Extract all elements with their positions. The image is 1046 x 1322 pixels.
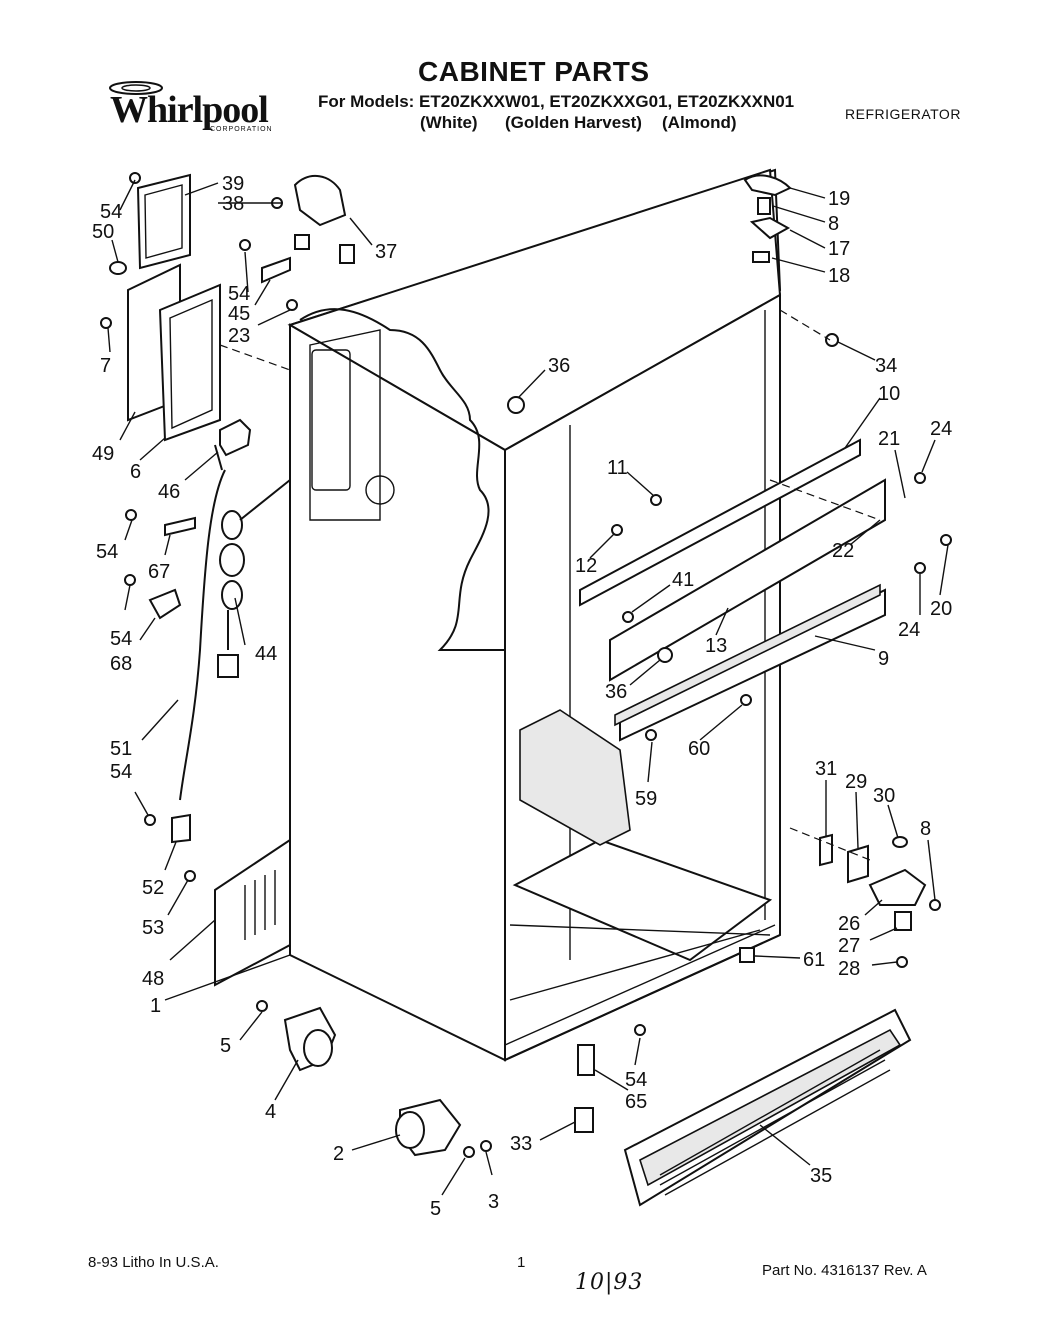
- left-brackets: [148, 516, 196, 844]
- callout-61: 61: [803, 949, 825, 971]
- callout-21: 21: [878, 428, 900, 450]
- page-number: 1: [517, 1254, 526, 1271]
- callout-54-a: 54: [100, 201, 122, 223]
- callout-36-b: 36: [605, 681, 627, 703]
- callout-68: 68: [110, 653, 132, 675]
- leader-lines: [107, 179, 949, 1196]
- callout-59: 59: [635, 788, 657, 810]
- callout-46: 46: [158, 481, 180, 503]
- callout-8-b: 8: [920, 818, 931, 840]
- callout-35: 35: [810, 1165, 832, 1187]
- callout-45: 45: [228, 303, 250, 325]
- lower-hinge-parts: [739, 827, 927, 963]
- shelf-rails: [579, 438, 886, 742]
- callout-1: 1: [150, 995, 161, 1017]
- callout-8-a: 8: [828, 213, 839, 235]
- callout-6: 6: [130, 461, 141, 483]
- callout-54-f: 54: [625, 1069, 647, 1091]
- callout-13: 13: [705, 635, 727, 657]
- power-cord: [217, 479, 291, 678]
- callout-5-a: 5: [220, 1035, 231, 1057]
- callout-41: 41: [672, 569, 694, 591]
- callout-34: 34: [875, 355, 897, 377]
- callout-23: 23: [228, 325, 250, 347]
- callout-36-a: 36: [548, 355, 570, 377]
- callout-labels: 39 38 54 50 37 54 45 23 7 49 6 46 54 67 …: [92, 173, 952, 1220]
- toe-grille: [574, 1008, 912, 1207]
- callout-3: 3: [488, 1191, 499, 1213]
- callout-54-b: 54: [228, 283, 250, 305]
- callout-10: 10: [878, 383, 900, 405]
- brand-name: Whirlpool: [110, 89, 269, 131]
- callout-54-d: 54: [110, 628, 132, 650]
- callout-37: 37: [375, 241, 397, 263]
- callout-22: 22: [832, 540, 854, 562]
- callout-39: 39: [222, 173, 244, 195]
- callout-67: 67: [148, 561, 170, 583]
- logo-swirl-icon: [109, 81, 163, 95]
- callout-9: 9: [878, 648, 889, 670]
- handwritten-date: 10|93: [575, 1270, 644, 1295]
- callout-4: 4: [265, 1101, 276, 1123]
- top-hinge-parts: [743, 174, 792, 263]
- callout-44: 44: [255, 643, 277, 665]
- page-title: CABINET PARTS: [418, 56, 650, 87]
- cabinet-shell: [287, 168, 782, 1062]
- callout-33: 33: [510, 1133, 532, 1155]
- control-housing-parts: [109, 173, 355, 801]
- callout-51: 51: [110, 738, 132, 760]
- callout-53: 53: [142, 917, 164, 939]
- callout-12: 12: [575, 555, 597, 577]
- variant-golden-harvest: (Golden Harvest): [505, 113, 642, 132]
- callout-19: 19: [828, 188, 850, 210]
- callout-52: 52: [142, 877, 164, 899]
- print-info: 8-93 Litho In U.S.A.: [88, 1254, 219, 1271]
- variant-white: (White): [420, 113, 478, 132]
- callout-18: 18: [828, 265, 850, 287]
- whirlpool-logo: Whirlpool CORPORATION: [100, 78, 273, 138]
- callout-54-c: 54: [96, 541, 118, 563]
- callout-7: 7: [100, 355, 111, 377]
- callout-17: 17: [828, 238, 850, 260]
- callout-54-e: 54: [110, 761, 132, 783]
- callout-30: 30: [873, 785, 895, 807]
- callout-28: 28: [838, 958, 860, 980]
- callout-24-b: 24: [898, 619, 920, 641]
- callout-48: 48: [142, 968, 164, 990]
- variant-almond: (Almond): [662, 113, 737, 132]
- callout-38: 38: [222, 193, 244, 215]
- callout-65: 65: [625, 1091, 647, 1113]
- models-line: For Models: ET20ZKXXW01, ET20ZKXXG01, ET…: [318, 92, 795, 111]
- screws: [100, 172, 952, 1158]
- callout-26: 26: [838, 913, 860, 935]
- callout-27: 27: [838, 935, 860, 957]
- callout-31: 31: [815, 758, 837, 780]
- callout-5-b: 5: [430, 1198, 441, 1220]
- category-label: REFRIGERATOR: [845, 106, 961, 122]
- callout-11: 11: [607, 457, 628, 479]
- callout-50: 50: [92, 221, 114, 243]
- part-number: Part No. 4316137 Rev. A: [762, 1262, 927, 1279]
- callout-60: 60: [688, 738, 710, 760]
- callout-20: 20: [930, 598, 952, 620]
- callout-2: 2: [333, 1143, 344, 1165]
- callout-24-a: 24: [930, 418, 952, 440]
- rollers: [283, 1006, 462, 1157]
- callout-49: 49: [92, 443, 114, 465]
- callout-29: 29: [845, 771, 867, 793]
- back-panel: [214, 838, 291, 987]
- brand-sub: CORPORATION: [210, 126, 273, 133]
